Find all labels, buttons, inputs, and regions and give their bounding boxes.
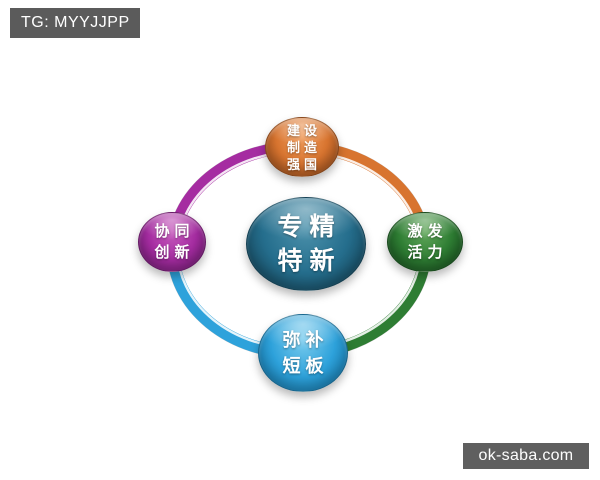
watermark-label: ok-saba.com [478, 447, 574, 464]
node-center-specialized-refined: 专精 特新 [246, 197, 366, 291]
node-remedy-shortcomings: 弥补 短板 [258, 314, 348, 392]
node-label-line: 创新 [154, 244, 195, 261]
node-label-line: 活力 [407, 244, 448, 261]
node-build-manufacturing-power: 建设 制造 强国 [265, 117, 339, 177]
node-label-line: 协同 [154, 223, 195, 240]
node-label-line: 强国 [286, 156, 321, 172]
watermark: ok-saba.com [463, 443, 589, 469]
center-label-line: 特新 [277, 247, 342, 275]
node-label-line: 激发 [407, 223, 448, 240]
corner-tag: TG: MYYJJPP [10, 8, 140, 38]
node-label-line: 制造 [286, 139, 321, 155]
node-label-line: 建设 [286, 122, 321, 138]
node-label-line: 弥补 [282, 330, 329, 350]
center-label-line: 专精 [277, 213, 342, 241]
node-collaborative-innovation: 协同 创新 [138, 212, 206, 272]
node-label-line: 短板 [282, 356, 329, 376]
corner-tag-label: TG: MYYJJPP [21, 14, 130, 31]
node-stimulate-vitality: 激发 活力 [387, 212, 463, 272]
